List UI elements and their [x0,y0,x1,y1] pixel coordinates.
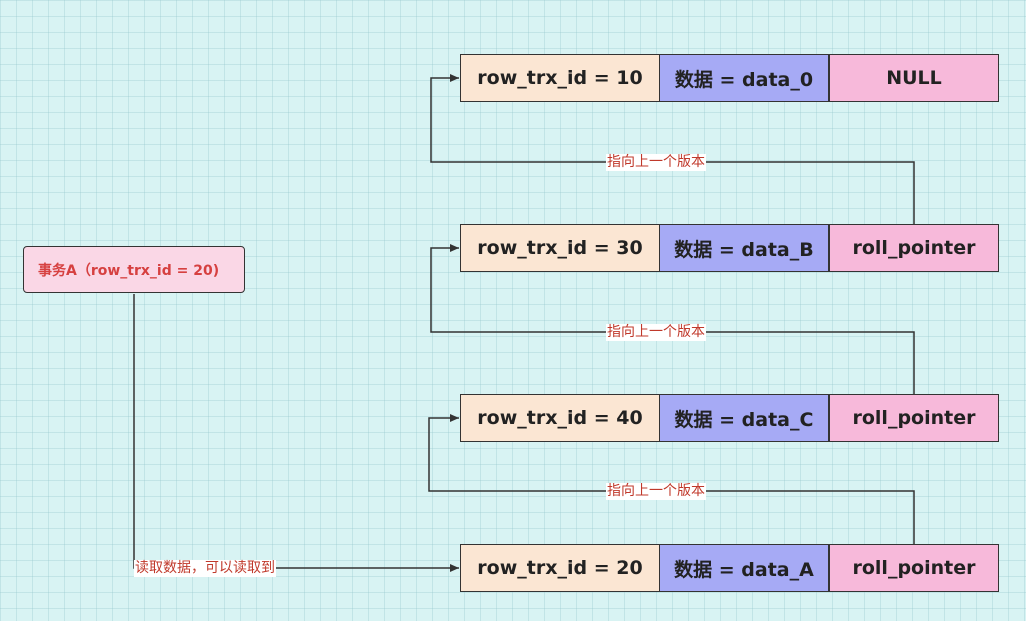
edge-label-3: 指向上一个版本 [606,483,706,500]
version-2-trx-cell: row_trx_id = 40 [460,394,660,442]
edge-label-1: 指向上一个版本 [606,154,706,171]
edge-txn-read [133,294,459,572]
version-3-trx-cell: row_trx_id = 20 [460,544,660,592]
transaction-a-box: 事务A（row_trx_id = 20) [23,246,245,293]
version-1-data-cell: 数据 = data_B [659,224,829,272]
version-0-trx-cell: row_trx_id = 10 [460,54,660,102]
version-3-pointer-cell: roll_pointer [829,544,999,592]
read-label: 读取数据，可以读取到 [134,560,276,577]
version-2-pointer-cell: roll_pointer [829,394,999,442]
version-2-data-cell: 数据 = data_C [659,394,829,442]
version-1-trx-cell: row_trx_id = 30 [460,224,660,272]
version-0-data-cell: 数据 = data_0 [659,54,829,102]
edge-v2-to-v1 [430,244,915,394]
edge-v1-to-v0 [430,74,915,224]
version-0-pointer-cell: NULL [829,54,999,102]
transaction-a-label: 事务A（row_trx_id = 20) [38,262,220,279]
version-1-pointer-cell: roll_pointer [829,224,999,272]
version-3-data-cell: 数据 = data_A [659,544,829,592]
edge-label-2: 指向上一个版本 [606,324,706,341]
edge-v3-to-v2 [428,414,915,544]
